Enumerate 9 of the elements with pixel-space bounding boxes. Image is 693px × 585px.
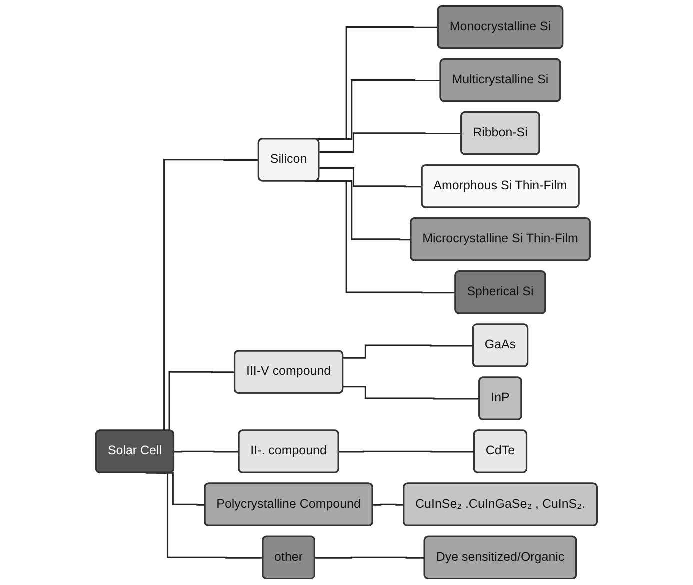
connector [319,132,462,154]
connector [304,180,456,294]
connector [319,168,422,188]
connector [314,556,425,559]
connector [372,504,404,506]
connector [338,450,474,453]
connector [342,344,474,359]
connector [342,386,480,400]
connector [174,450,240,453]
